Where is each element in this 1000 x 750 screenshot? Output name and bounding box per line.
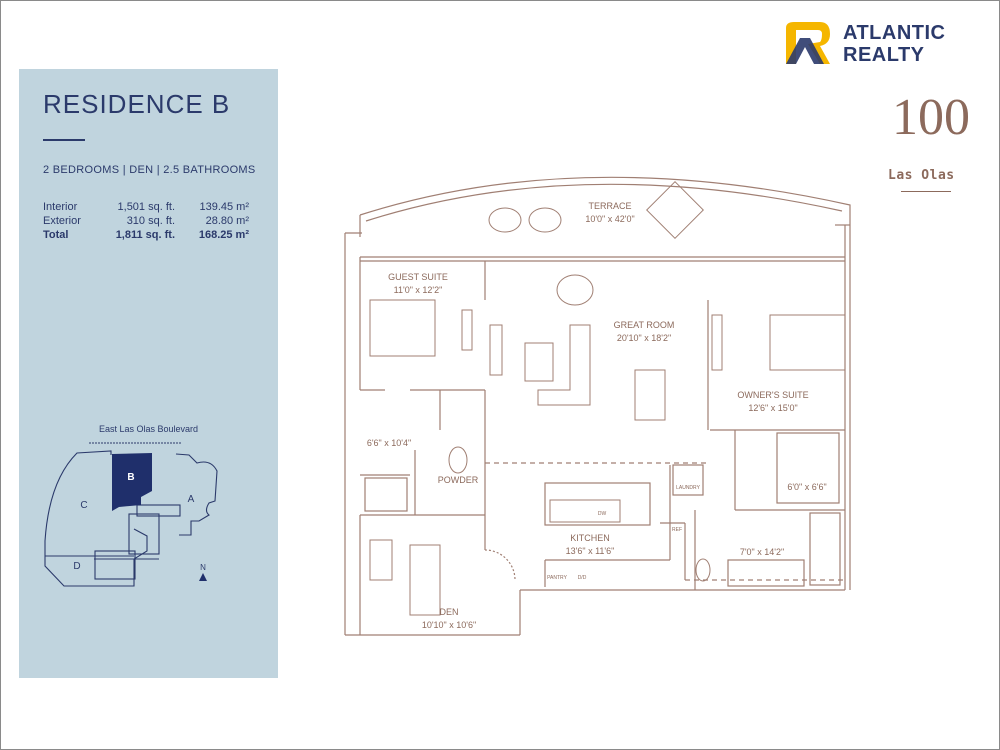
unit-d-label: D bbox=[73, 561, 80, 572]
unit-c-label: C bbox=[80, 500, 87, 511]
area-sqm: 28.80 m² bbox=[205, 215, 249, 227]
unit-b-highlight bbox=[112, 453, 152, 511]
room-dims: 7'0" x 14'2" bbox=[740, 547, 784, 557]
dining-table-icon bbox=[634, 369, 666, 421]
building-number: 100 bbox=[892, 89, 970, 146]
atlantic-realty-logo-icon bbox=[786, 22, 830, 64]
dd-label: D/D bbox=[578, 575, 587, 581]
fixture-labels: LAUNDRY DW REF PANTRY D/D bbox=[547, 485, 700, 581]
owner-dresser-icon bbox=[711, 314, 723, 371]
area-label: Total bbox=[43, 229, 69, 241]
title-divider bbox=[43, 139, 85, 141]
residence-info-panel: RESIDENCE B 2 BEDROOMS | DEN | 2.5 BATHR… bbox=[19, 69, 278, 678]
area-label: Exterior bbox=[43, 215, 81, 227]
room-dims: 11'0" x 12'2" bbox=[394, 285, 443, 295]
north-arrow-icon bbox=[199, 573, 207, 581]
coffee-table-icon bbox=[524, 342, 554, 382]
kitchen-island-icon bbox=[549, 499, 621, 523]
terrace-chair-icon bbox=[528, 207, 562, 233]
residence-subtitle: 2 BEDROOMS | DEN | 2.5 BATHROOMS bbox=[43, 164, 256, 176]
pantry-label: PANTRY bbox=[547, 575, 567, 581]
core-block bbox=[128, 513, 160, 555]
room-name: KITCHEN bbox=[570, 533, 610, 543]
refrigerator-label: REF bbox=[672, 527, 682, 533]
key-plan-map: B A C D N bbox=[44, 442, 218, 587]
room-dims: 20'10" x 18'2" bbox=[617, 333, 671, 343]
building-outline-west bbox=[44, 450, 148, 587]
room-dims: 10'10" x 10'6" bbox=[422, 620, 476, 630]
area-sqft: 310 sq. ft. bbox=[126, 215, 175, 227]
terrace-table-icon bbox=[646, 181, 704, 239]
keyplan-street-label: East Las Olas Boulevard bbox=[98, 424, 199, 434]
guest-bed-icon bbox=[369, 299, 436, 357]
building-outline-east bbox=[175, 453, 218, 536]
terrace-chair-icon bbox=[488, 207, 522, 233]
tv-console-icon bbox=[489, 324, 503, 376]
dishwasher-label: DW bbox=[598, 511, 607, 517]
room-name: GUEST SUITE bbox=[388, 272, 448, 282]
room-name: TERRACE bbox=[588, 201, 631, 211]
toilet-icon bbox=[695, 558, 711, 582]
guest-dresser-icon bbox=[461, 309, 473, 351]
brand-name: ATLANTIC REALTY bbox=[843, 22, 946, 66]
terrace-curve bbox=[359, 176, 851, 590]
plan-walls bbox=[344, 176, 851, 636]
north-label: N bbox=[200, 563, 206, 572]
area-sqft: 1,501 sq. ft. bbox=[117, 201, 175, 213]
laundry-label: LAUNDRY bbox=[676, 485, 700, 491]
unit-a-label: A bbox=[188, 494, 195, 505]
sofa-icon bbox=[537, 324, 591, 406]
room-name: POWDER bbox=[438, 475, 479, 485]
brand-line-1: ATLANTIC bbox=[843, 22, 946, 44]
area-sqm: 139.45 m² bbox=[199, 201, 249, 213]
room-dims: 6'0" x 6'6" bbox=[787, 482, 826, 492]
brand-line-2: REALTY bbox=[843, 44, 925, 66]
room-name: OWNER'S SUITE bbox=[737, 390, 808, 400]
room-labels: TERRACE 10'0" x 42'0" GUEST SUITE 11'0" … bbox=[367, 201, 827, 630]
building-divider bbox=[901, 191, 951, 192]
room-dims: 10'0" x 42'0" bbox=[585, 214, 634, 224]
floor-plan: TERRACE 10'0" x 42'0" GUEST SUITE 11'0" … bbox=[344, 176, 851, 636]
area-label: Interior bbox=[43, 201, 78, 213]
area-row-interior: Interior 1,501 sq. ft. 139.45 m² bbox=[43, 201, 249, 215]
area-sqm: 168.25 m² bbox=[198, 229, 249, 241]
area-table: Interior 1,501 sq. ft. 139.45 m² Exterio… bbox=[43, 201, 249, 243]
owner-bed-icon bbox=[769, 314, 846, 371]
core-block bbox=[94, 550, 136, 580]
building-name: Las Olas bbox=[888, 168, 955, 183]
room-dims: 6'6" x 10'4" bbox=[367, 438, 411, 448]
room-dims: 13'6" x 11'6" bbox=[566, 546, 615, 556]
area-sqft: 1,811 sq. ft. bbox=[115, 229, 175, 241]
unit-b-label: B bbox=[127, 472, 134, 483]
area-row-exterior: Exterior 310 sq. ft. 28.80 m² bbox=[43, 215, 249, 229]
lounge-chair-icon bbox=[556, 274, 594, 306]
room-name: DEN bbox=[439, 607, 458, 617]
den-sofa-icon bbox=[409, 544, 441, 616]
terrace-curve-inner bbox=[365, 183, 843, 222]
room-dims: 12'6" x 15'0" bbox=[748, 403, 797, 413]
residence-title: RESIDENCE B bbox=[43, 89, 231, 119]
plan-furniture bbox=[369, 181, 846, 616]
den-chair-icon bbox=[369, 539, 393, 581]
room-name: GREAT ROOM bbox=[614, 320, 675, 330]
toilet-icon bbox=[448, 446, 468, 474]
area-row-total: Total 1,811 sq. ft. 168.25 m² bbox=[43, 229, 249, 243]
